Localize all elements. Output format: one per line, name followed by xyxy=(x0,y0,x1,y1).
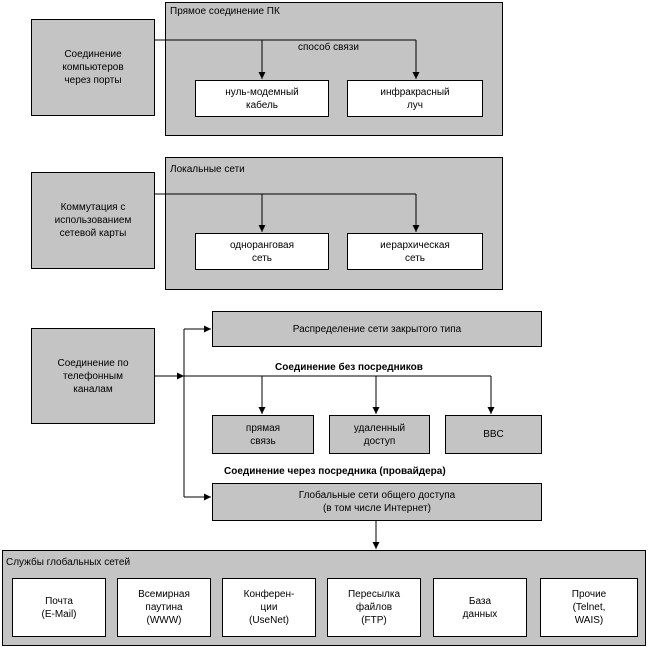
peer-to-peer-box: одноранговая сеть xyxy=(195,233,329,270)
direct-connection-title: Прямое соединение ПК xyxy=(170,6,280,17)
service-ftp: Пересылка файлов (FTP) xyxy=(327,578,421,637)
direct-link-box: прямая связь xyxy=(212,415,314,454)
service-database: База данных xyxy=(433,578,527,637)
hierarchical-box: иерархическая сеть xyxy=(347,233,483,270)
infrared-box: инфракрасный луч xyxy=(347,80,483,117)
no-intermediary-label: Соединение без посредников xyxy=(275,362,423,373)
service-usenet: Конферен- ции (UseNet) xyxy=(222,578,316,637)
connection-method-label: способ связи xyxy=(298,42,359,53)
null-modem-cable-box: нуль-модемный кабель xyxy=(195,80,329,117)
phone-channels-box: Соединение по телефонным каналам xyxy=(31,328,155,424)
service-other: Прочие (Telnet, WAIS) xyxy=(540,578,638,637)
closed-network-box: Распределение сети закрытого типа xyxy=(212,311,542,347)
service-email: Почта (E-Mail) xyxy=(12,578,106,637)
network-card-box: Коммутация с использованием сетевой карт… xyxy=(31,172,155,269)
global-network-box: Глобальные сети общего доступа (в том чи… xyxy=(212,483,542,521)
service-www: Всемирная паутина (WWW) xyxy=(117,578,211,637)
local-networks-title: Локальные сети xyxy=(170,164,245,175)
global-services-title: Службы глобальных сетей xyxy=(6,557,131,568)
global-services-panel xyxy=(2,550,646,646)
local-networks-panel xyxy=(165,157,503,290)
ports-connection-box: Соединение компьютеров через порты xyxy=(31,19,155,116)
bbc-box: BBC xyxy=(445,415,542,454)
remote-access-box: удаленный доступ xyxy=(329,415,430,454)
via-provider-label: Соединение через посредника (провайдера) xyxy=(224,466,446,477)
